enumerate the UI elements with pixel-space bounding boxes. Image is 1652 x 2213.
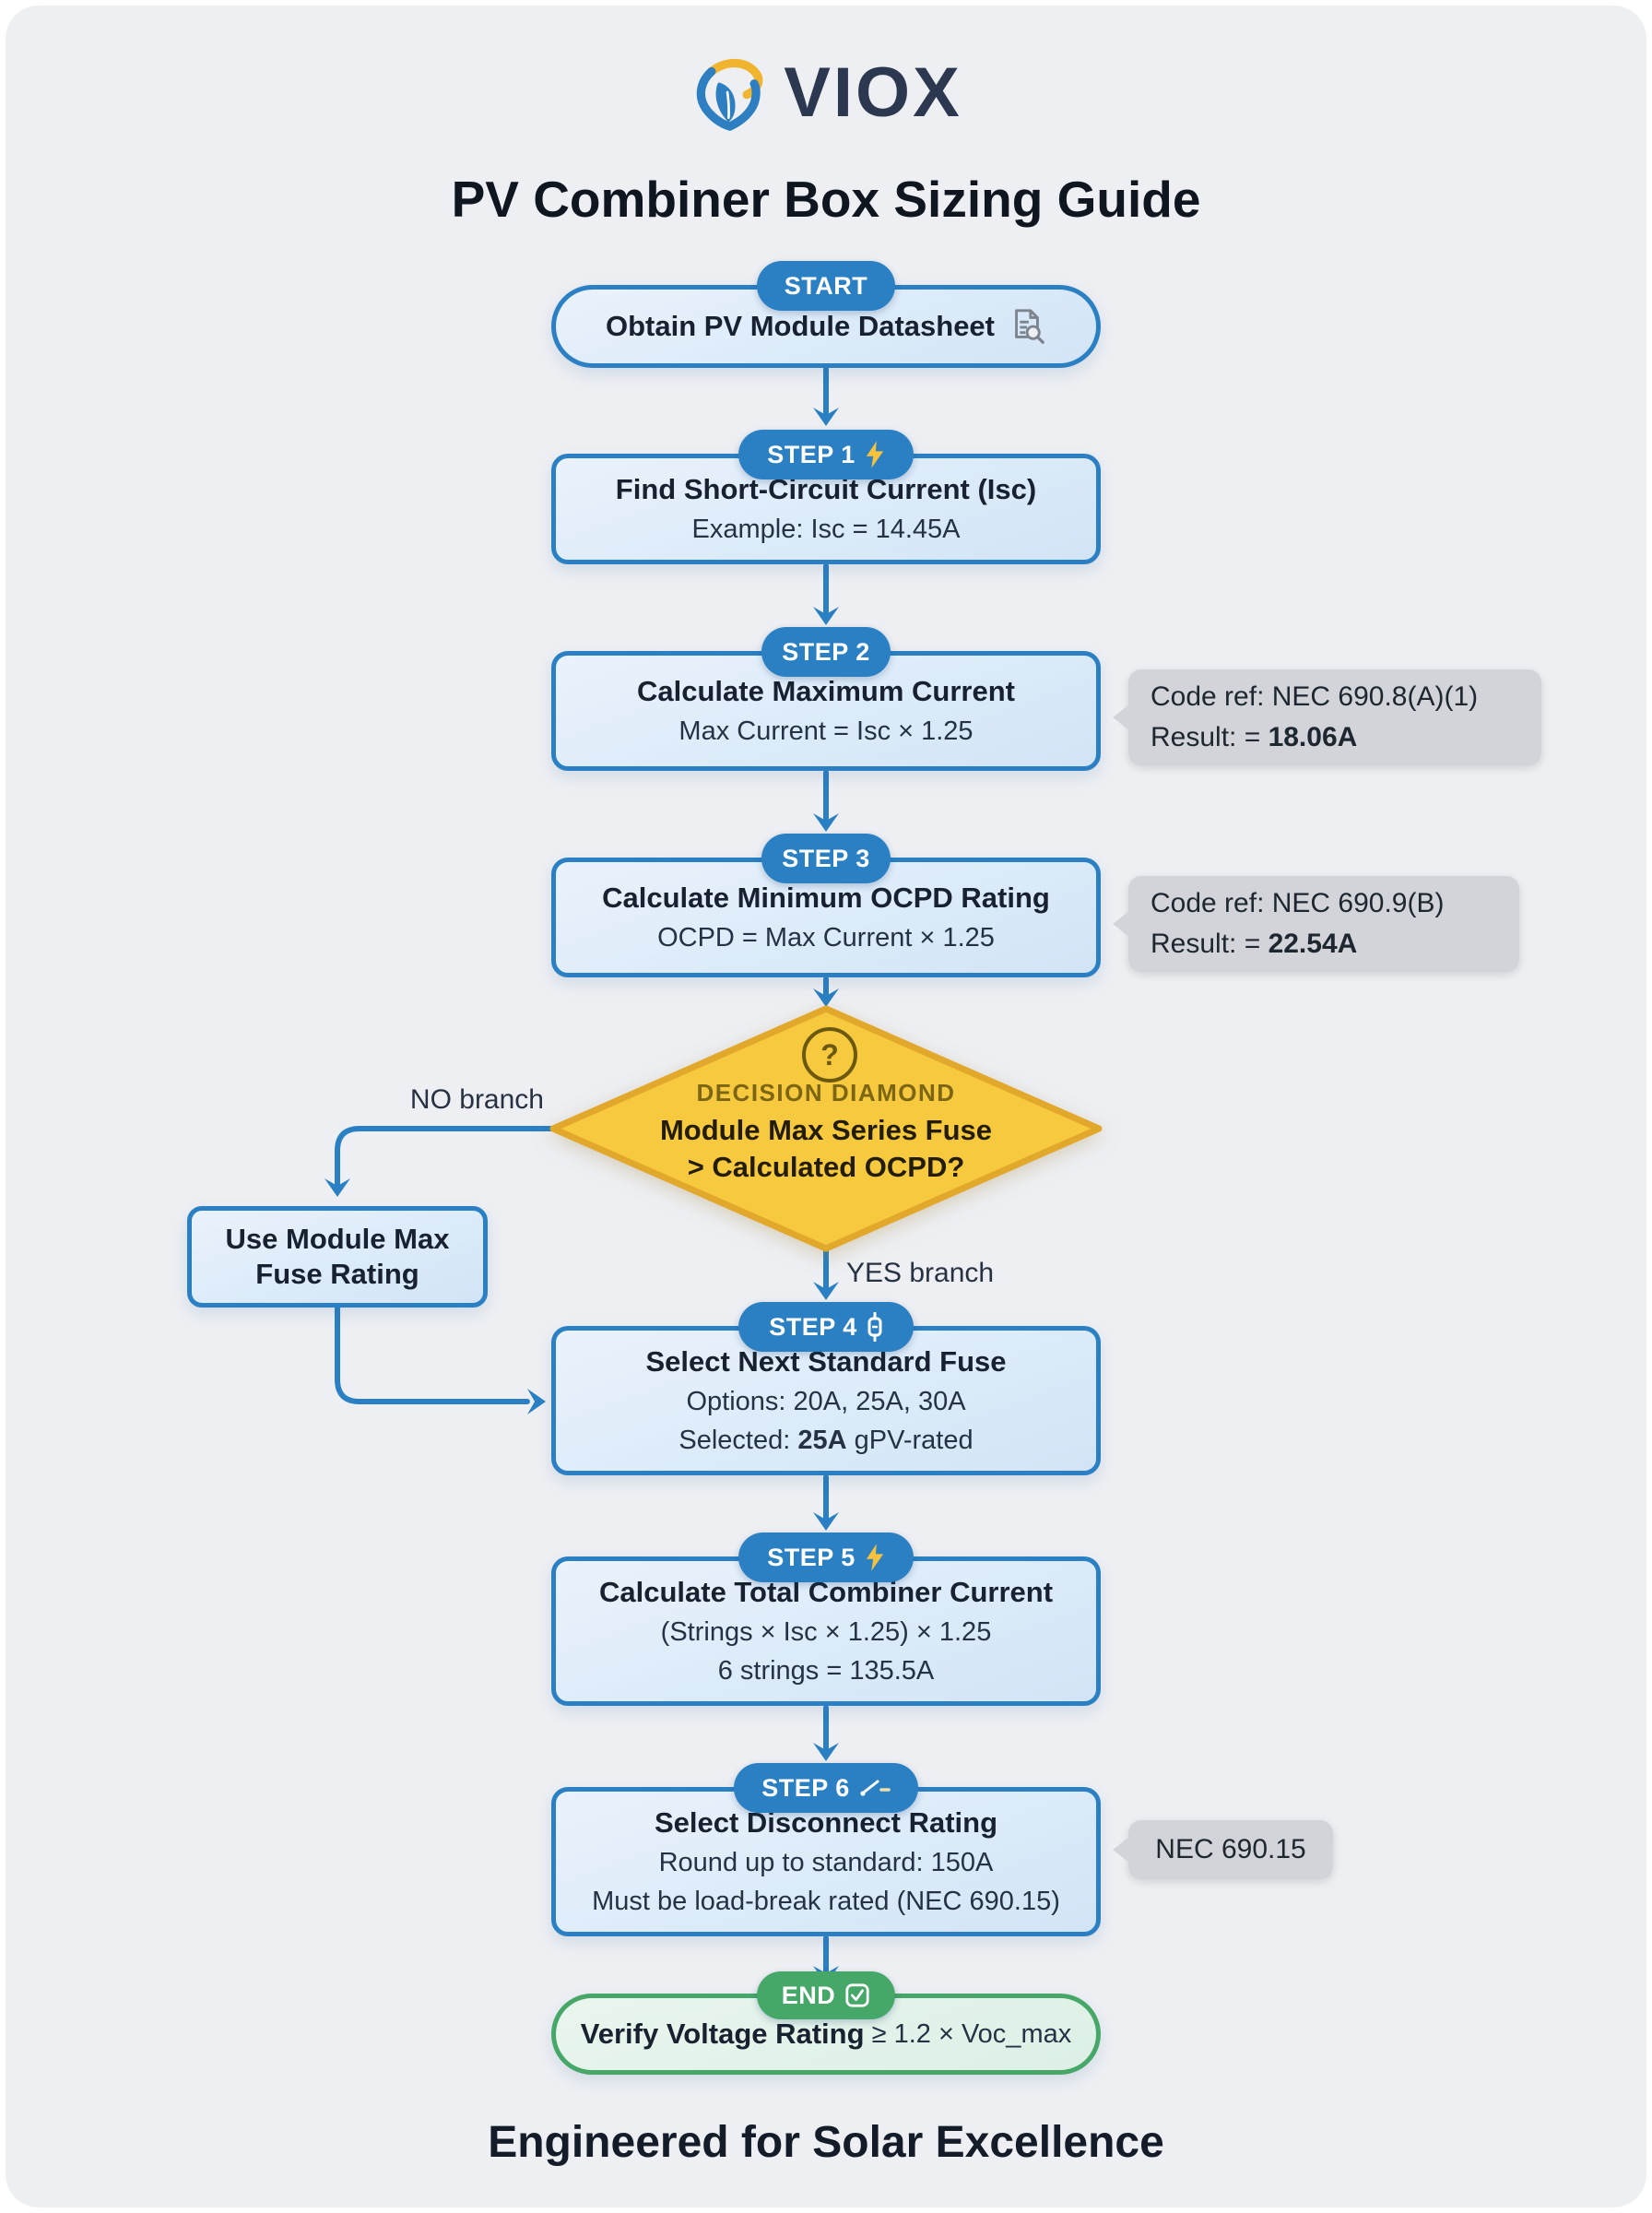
checkbox-icon [845,1983,869,2007]
start-badge: START [757,261,895,311]
brand-name: VIOX [784,53,962,132]
no-branch-label: NO branch [409,1084,544,1115]
step3-badge: STEP 3 [761,834,891,883]
step3-note-line1: Code ref: NEC 690.9(B) [1150,888,1445,918]
step4-badge: STEP 4 [738,1302,914,1352]
step2-badge: STEP 2 [761,627,891,677]
start-badge-label: START [784,271,868,300]
yes-branch-label: YES branch [846,1258,995,1288]
step3-code-note: Code ref: NEC 690.9(B) Result: = 22.54A [1113,876,1519,972]
fuse-icon [867,1312,882,1342]
step1-badge-label: STEP 1 [767,440,856,468]
step2-note-result: 18.06A [1268,722,1358,752]
lightning-icon [866,441,883,468]
step4-line3: Selected: 25A gPV-rated [678,1426,974,1455]
step4-line2: Options: 20A, 25A, 30A [686,1387,966,1416]
end-title-bold: Verify Voltage Rating [580,2018,865,2050]
brand-logo: VIOX [0,48,1652,136]
no-branch-line1: Use Module Max [225,1223,450,1255]
step2-badge-label: STEP 2 [782,637,870,666]
step3-badge-label: STEP 3 [782,844,870,872]
step4-selected-value: 25A [797,1426,847,1455]
step3-note-result: 22.54A [1268,929,1358,959]
decision-label: DECISION DIAMOND [696,1079,956,1106]
no-branch-node: Use Module Max Fuse Rating [187,1206,488,1308]
question-icon: ? [802,1027,857,1083]
step4-badge-label: STEP 4 [769,1312,857,1341]
datasheet-icon [1015,309,1044,344]
step3-note-line2: Result: = 22.54A [1150,929,1358,959]
end-badge: END [757,1971,895,2019]
no-branch-line2: Fuse Rating [255,1258,419,1290]
end-title-rest: ≥ 1.2 × Voc_max [864,2018,1072,2049]
step2-note-line2: Result: = 18.06A [1150,722,1358,752]
step6-line3: Must be load-break rated (NEC 690.15) [592,1887,1060,1916]
decision-line2: > Calculated OCPD? [687,1151,965,1183]
step2-line2: Max Current = Isc × 1.25 [678,716,974,746]
footer-tagline: Engineered for Solar Excellence [488,2118,1164,2167]
step1-badge: STEP 1 [738,430,914,479]
start-title: Obtain PV Module Datasheet [605,310,995,342]
step6-code-note: NEC 690.15 [1113,1820,1333,1879]
step5-line3: 6 strings = 135.5A [717,1656,935,1686]
step3-line2: OCPD = Max Current × 1.25 [657,923,995,953]
disconnect-switch-icon [860,1780,891,1796]
step6-node: Select Disconnect Rating Round up to sta… [551,1787,1101,1936]
step3-title: Calculate Minimum OCPD Rating [602,882,1050,914]
step5-badge-label: STEP 5 [767,1543,856,1571]
step2-note-line1: Code ref: NEC 690.8(A)(1) [1150,681,1479,712]
lightning-icon [866,1544,883,1571]
end-badge-label: END [781,1981,836,2009]
viox-logo-icon [696,58,763,131]
step5-line2: (Strings × Isc × 1.25) × 1.25 [660,1617,992,1647]
step2-code-note: Code ref: NEC 690.8(A)(1) Result: = 18.0… [1113,669,1541,765]
decision-line1: Module Max Series Fuse [659,1114,993,1146]
step1-line2: Example: Isc = 14.45A [691,515,961,544]
step6-line2: Round up to standard: 150A [658,1848,994,1877]
step2-title: Calculate Maximum Current [637,675,1015,707]
step6-note-text: NEC 690.15 [1155,1834,1306,1864]
step6-badge-label: STEP 6 [761,1773,850,1802]
step5-badge: STEP 5 [738,1533,914,1582]
page-title: PV Combiner Box Sizing Guide [451,171,1201,228]
step6-badge: STEP 6 [734,1763,918,1813]
